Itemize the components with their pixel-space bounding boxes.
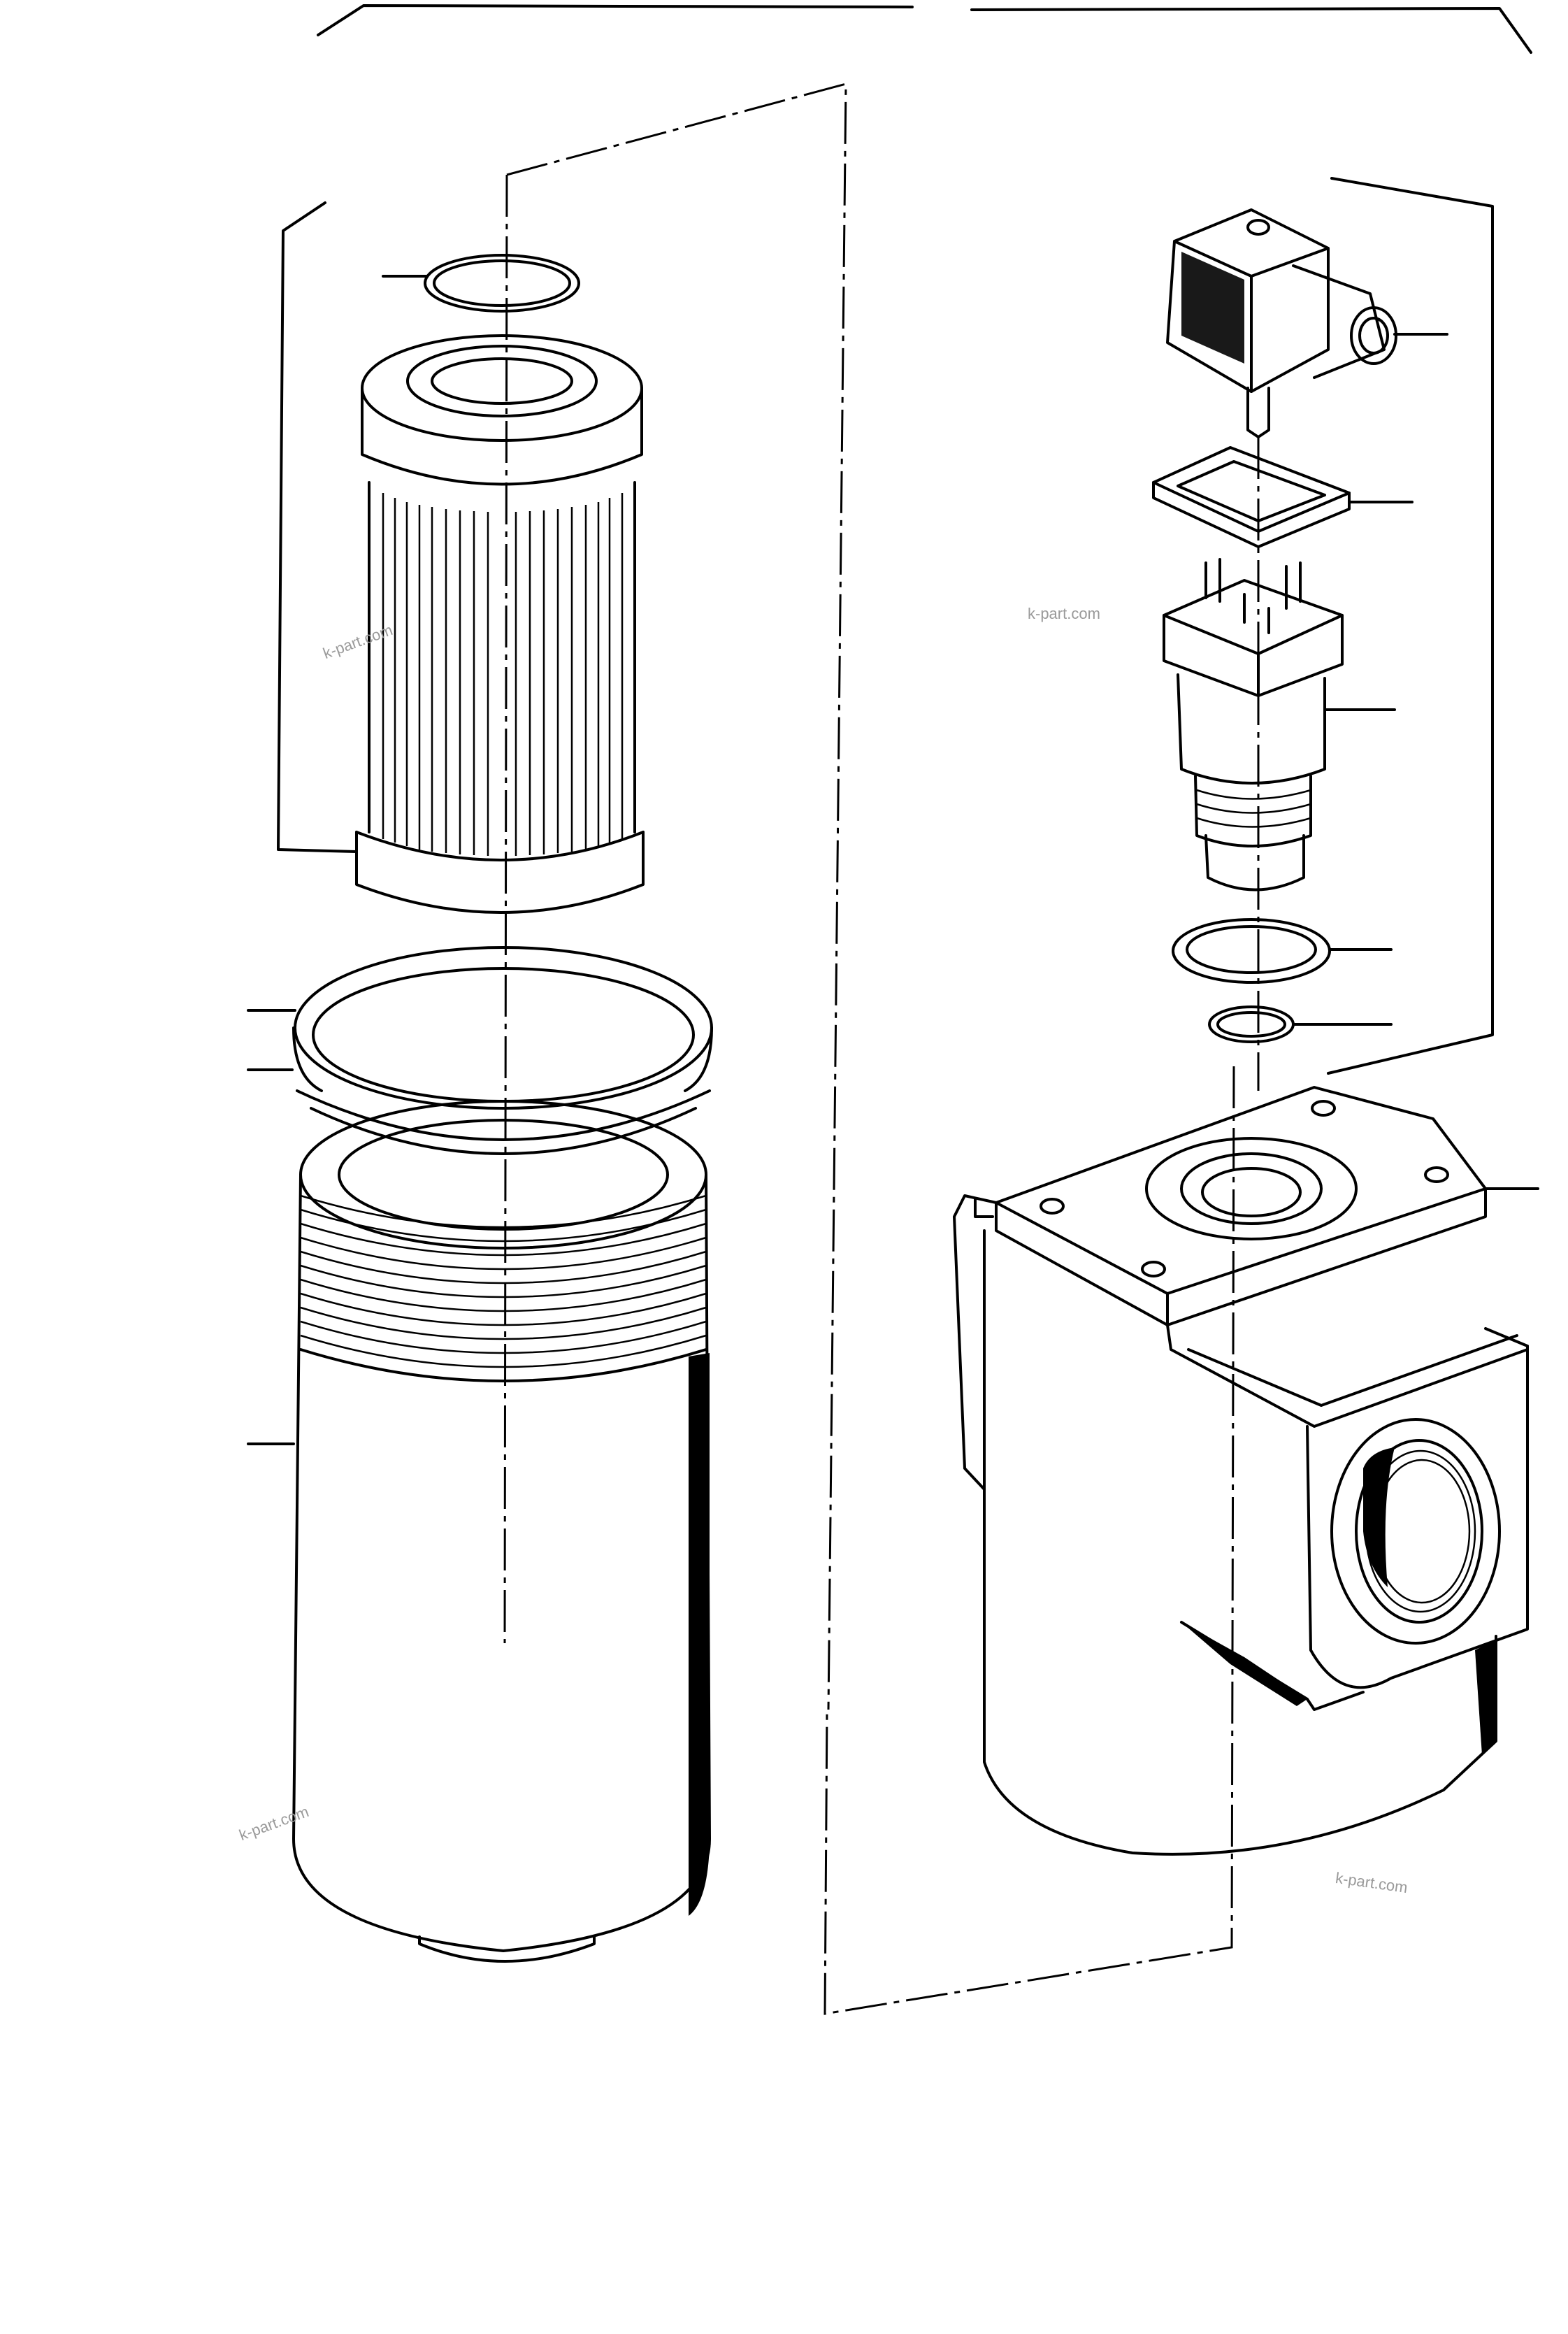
- bowl-seal-ring: [247, 946, 713, 1110]
- watermark-2: k-part.com: [1028, 605, 1100, 622]
- clogging-indicator-switch: [1163, 558, 1396, 892]
- right-bracket: [1327, 177, 1494, 1075]
- connector-gasket: [1152, 446, 1414, 548]
- indicator-seal-ring: [1172, 918, 1393, 984]
- filter-bowl: [247, 1100, 711, 1963]
- filter-head: [953, 1086, 1539, 1856]
- bowl-backup-ring: [247, 1068, 711, 1155]
- o-ring-top: [382, 254, 580, 313]
- indicator-o-ring: [1208, 1005, 1393, 1043]
- left-bracket: [277, 201, 358, 853]
- explode-centerlines: [503, 83, 1260, 2015]
- filter-element: [355, 334, 645, 914]
- connector-plug: [1166, 208, 1448, 438]
- assembly-frame: [317, 4, 1532, 54]
